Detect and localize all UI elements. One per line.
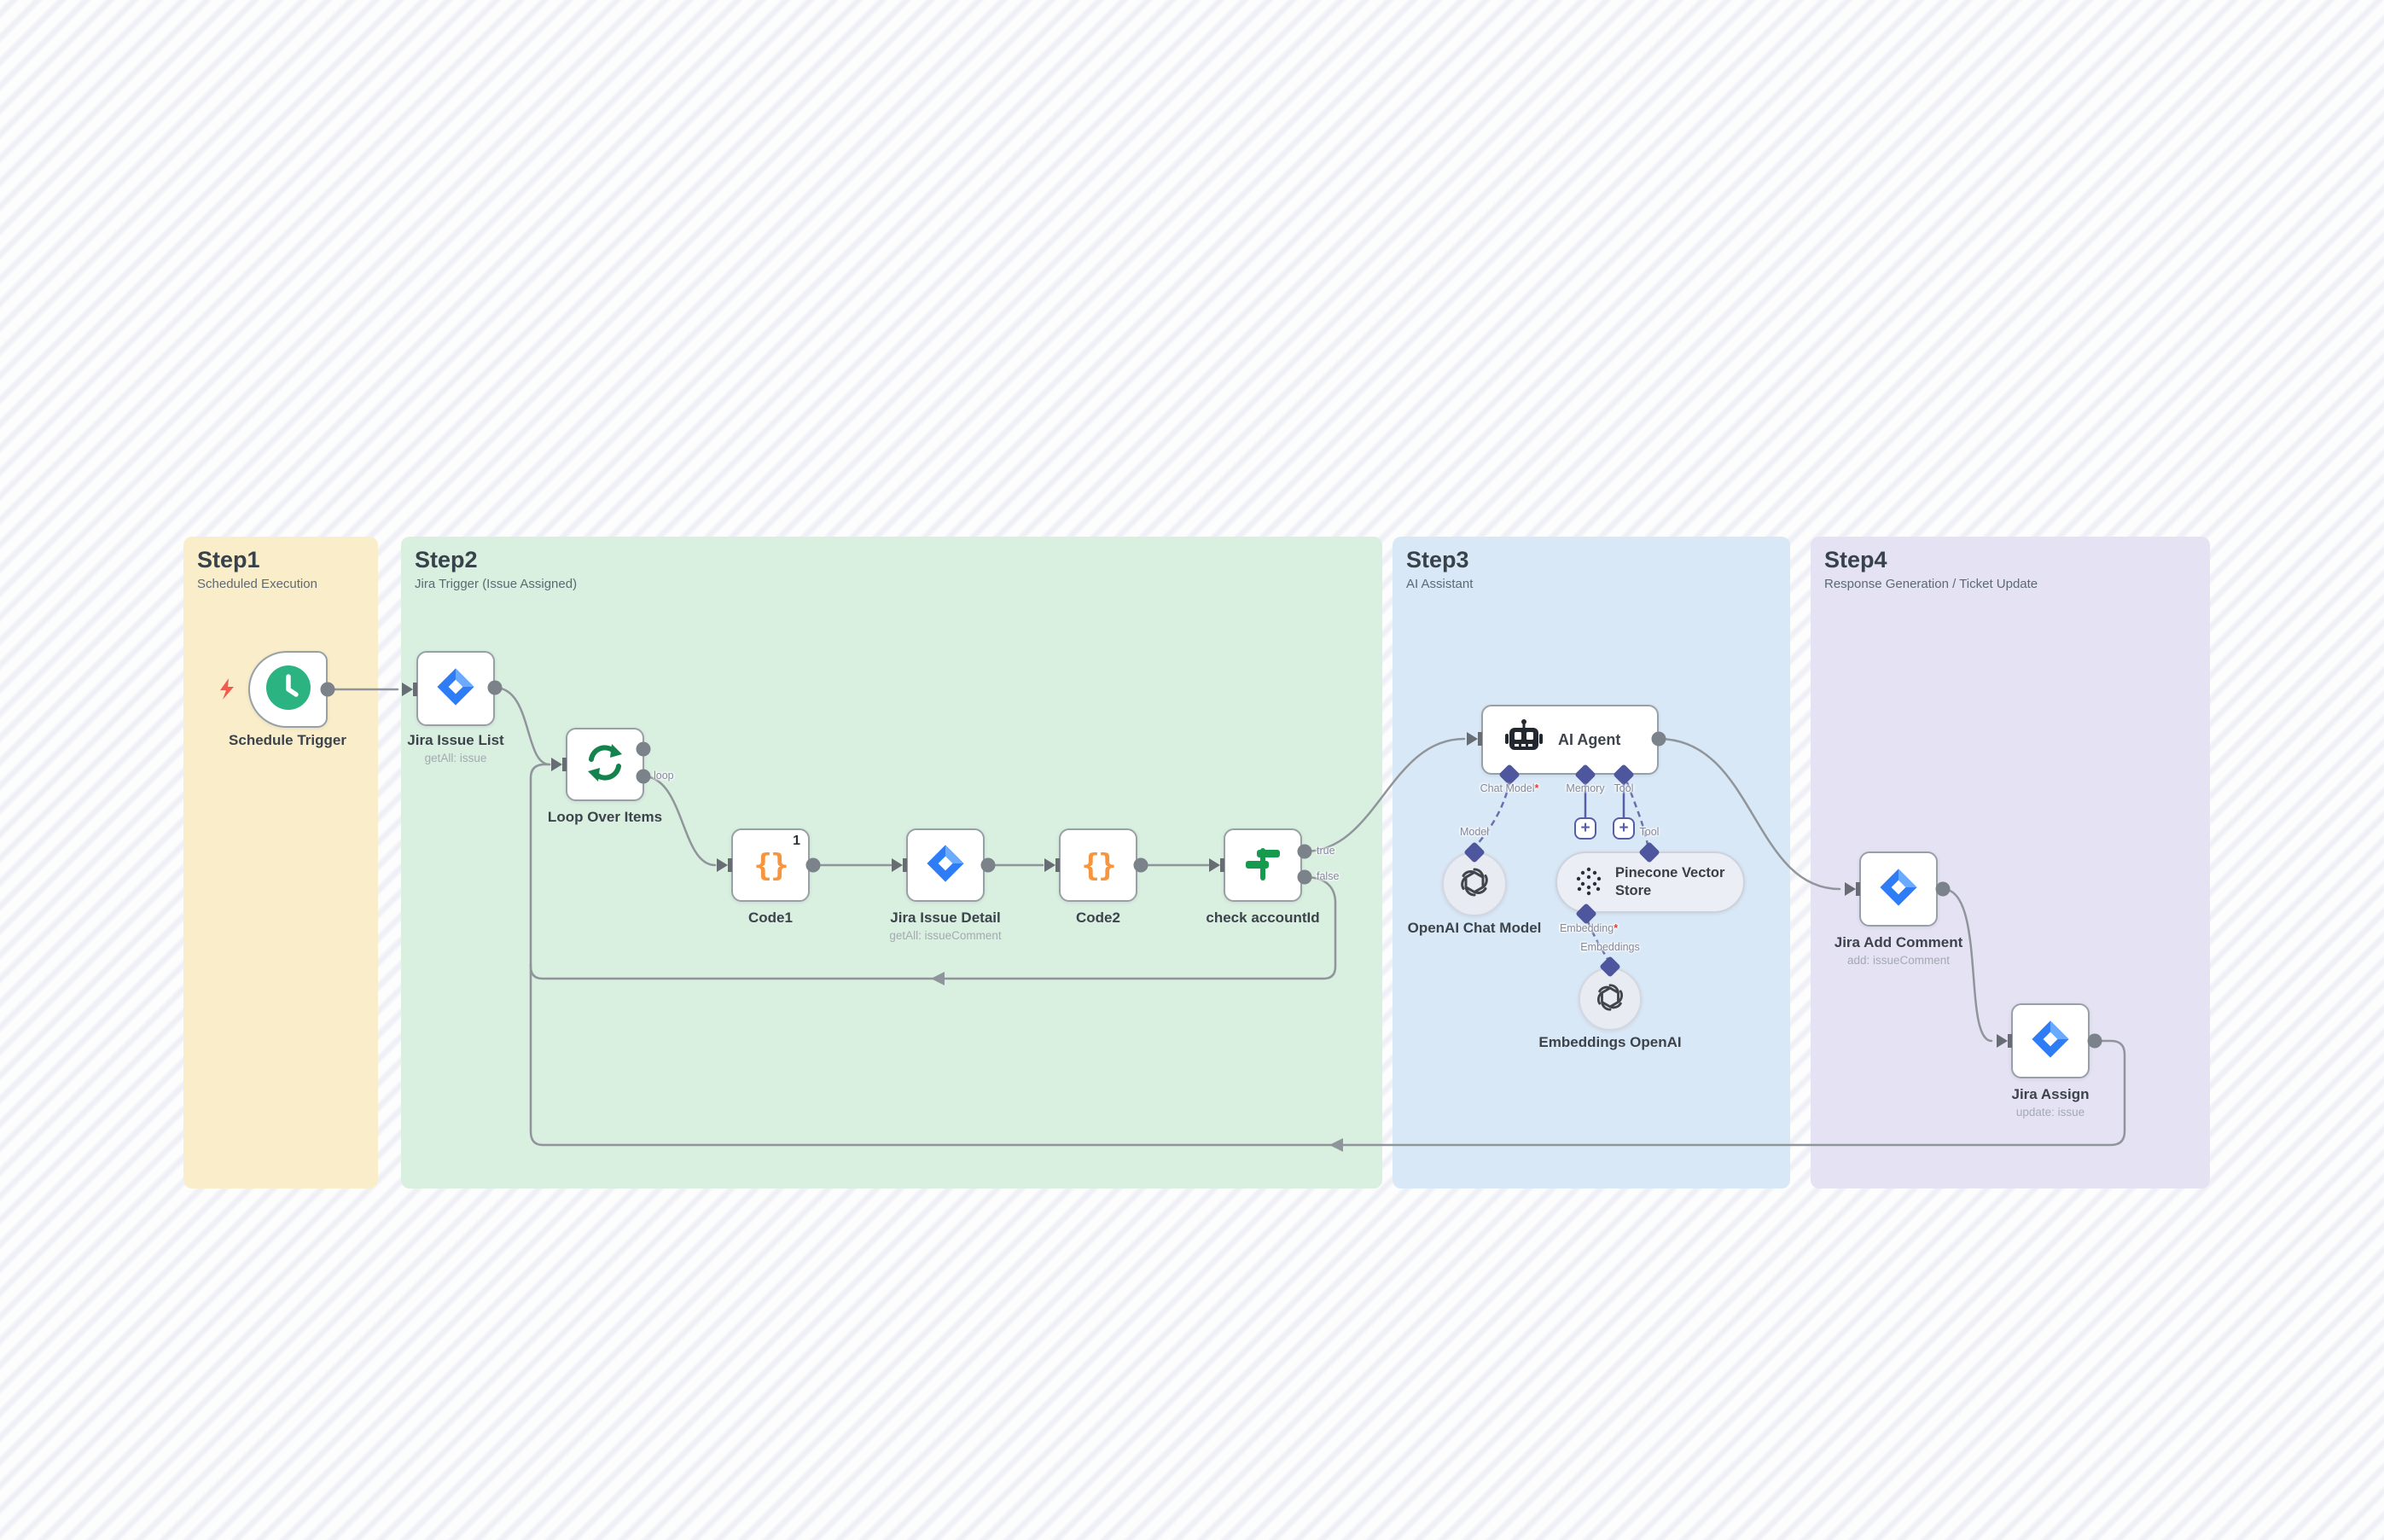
jira-add-comment-subtitle: add: issueComment (1846, 954, 1951, 967)
embeddings-port-label: Embeddings (1580, 941, 1640, 953)
node-jira-issue-list[interactable] (416, 651, 495, 726)
schedule-trigger-label: Schedule Trigger (229, 732, 346, 748)
check-accountid-label: check accountId (1206, 909, 1320, 926)
jira-icon (435, 666, 476, 712)
loop-icon (584, 741, 626, 788)
jira-issue-detail-subtitle: getAll: issueComment (889, 929, 1002, 942)
node-pinecone-vector-store[interactable]: Pinecone Vector Store (1555, 851, 1745, 913)
node-code1[interactable]: 1 {} (731, 828, 810, 902)
step2-subtitle: Jira Trigger (Issue Assigned) (415, 577, 578, 591)
ai-agent-label: AI Agent (1558, 730, 1621, 748)
loop-over-items-label: Loop Over Items (547, 809, 663, 825)
pinecone-tool-port-label: Tool (1639, 826, 1660, 838)
node-loop-over-items[interactable] (566, 728, 644, 801)
node-embeddings-openai[interactable] (1579, 968, 1642, 1031)
code-braces-icon: {} (1081, 847, 1116, 883)
if-signpost-icon (1242, 843, 1283, 888)
step3-title: Step3 (1406, 547, 1469, 572)
node-jira-assign[interactable] (2011, 1003, 2090, 1078)
model-port-label: Model (1459, 826, 1490, 838)
trigger-lightning-icon (217, 677, 237, 706)
openai-icon (1457, 865, 1491, 904)
jira-assign-subtitle: update: issue (2015, 1106, 2085, 1119)
pinecone-vector-store-title: Pinecone Vector Store (1615, 865, 1725, 898)
node-ai-agent[interactable]: AI Agent (1481, 705, 1659, 775)
code-braces-icon: {} (753, 847, 788, 883)
step1-subtitle: Scheduled Execution (197, 577, 317, 591)
openai-icon (1594, 981, 1626, 1018)
step4-title: Step4 (1824, 547, 1887, 572)
loop-port-label: loop (654, 770, 674, 782)
robot-icon (1502, 718, 1546, 762)
items-count-badge: 1 (793, 834, 800, 848)
jira-icon (925, 843, 966, 888)
node-check-accountid[interactable] (1224, 828, 1302, 902)
node-code2[interactable]: {} (1059, 828, 1137, 902)
node-jira-add-comment[interactable] (1859, 851, 1938, 927)
jira-issue-list-subtitle: getAll: issue (424, 752, 487, 764)
openai-chat-model-label: OpenAI Chat Model (1407, 920, 1542, 936)
sticky-note-step1[interactable]: Step1 Scheduled Execution (183, 537, 378, 1188)
node-openai-chat-model[interactable] (1442, 851, 1507, 916)
node-jira-issue-detail[interactable] (906, 828, 985, 902)
node-schedule-trigger[interactable] (248, 651, 328, 728)
pinecone-icon (1573, 864, 1605, 901)
add-tool-button[interactable]: + (1613, 817, 1635, 840)
step3-subtitle: AI Assistant (1406, 577, 1474, 591)
jira-icon (1878, 867, 1919, 912)
step2-title: Step2 (415, 547, 478, 572)
jira-add-comment-label: Jira Add Comment (1834, 934, 1963, 950)
true-port-label: true (1317, 845, 1335, 857)
jira-issue-list-label: Jira Issue List (407, 732, 504, 748)
false-port-label: false (1317, 870, 1340, 882)
tool-port-label: Tool (1614, 782, 1634, 794)
clock-icon (265, 665, 311, 715)
memory-port-label: Memory (1566, 782, 1605, 794)
embedding-port-label: Embedding* (1559, 922, 1619, 934)
step1-title: Step1 (197, 547, 260, 572)
jira-icon (2030, 1019, 2071, 1064)
code1-label: Code1 (748, 909, 793, 926)
chat-model-port-label: Chat Model* (1480, 782, 1539, 794)
jira-issue-detail-label: Jira Issue Detail (890, 909, 1001, 926)
code2-label: Code2 (1076, 909, 1120, 926)
add-memory-button[interactable]: + (1574, 817, 1596, 840)
step4-subtitle: Response Generation / Ticket Update (1824, 577, 2038, 591)
jira-assign-label: Jira Assign (2011, 1086, 2090, 1102)
embeddings-openai-label: Embeddings OpenAI (1538, 1034, 1682, 1050)
